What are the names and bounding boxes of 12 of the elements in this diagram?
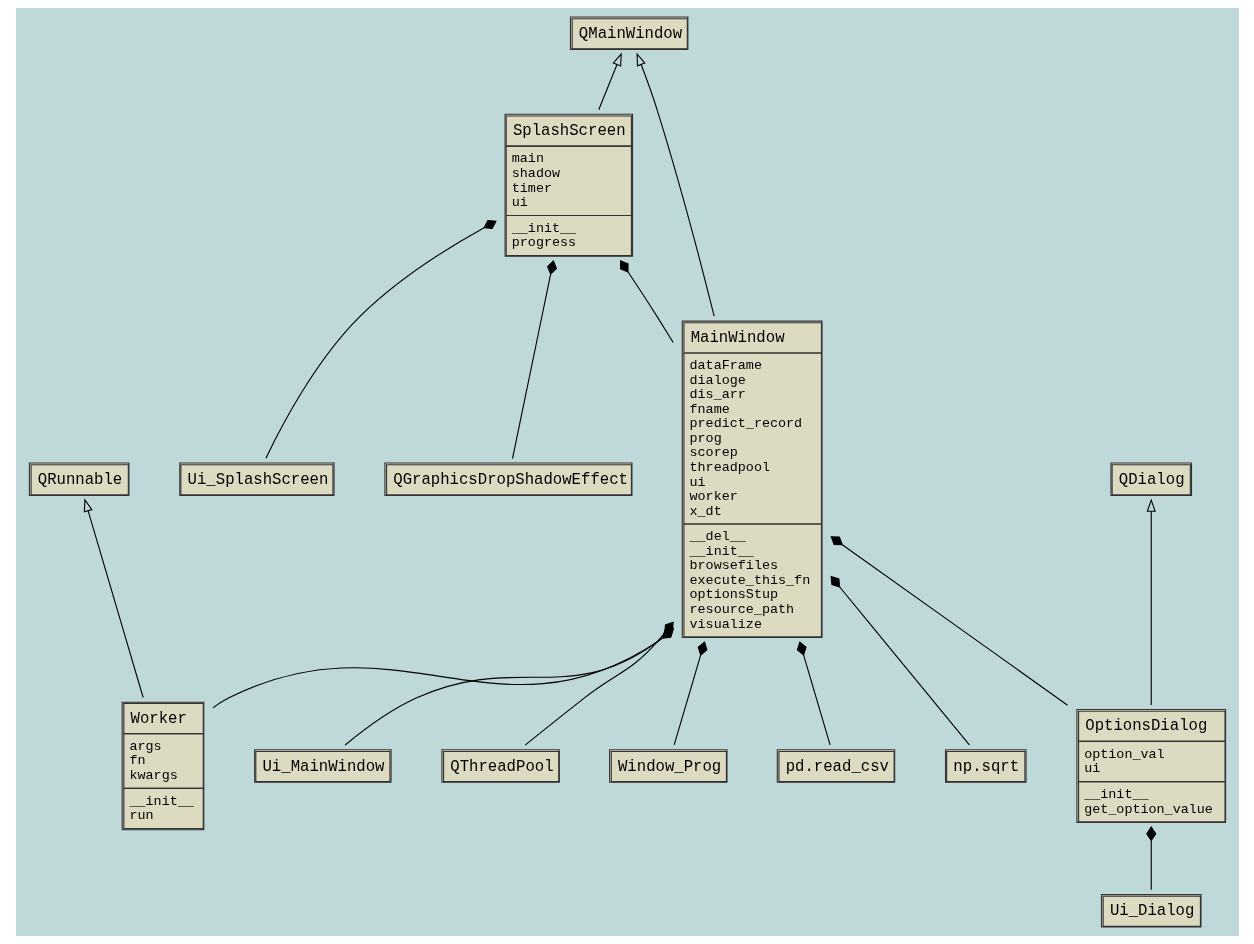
- arrow: [83, 498, 144, 699]
- connector: [1145, 826, 1156, 891]
- connector: [511, 259, 557, 460]
- connector: [264, 219, 497, 459]
- connector: [673, 641, 708, 746]
- arrow: [635, 52, 715, 317]
- arrow: [1146, 498, 1156, 706]
- connector: [796, 641, 831, 746]
- connector: [830, 575, 970, 746]
- arrow: [597, 52, 622, 111]
- connector: [619, 260, 674, 344]
- connector: [829, 536, 1068, 706]
